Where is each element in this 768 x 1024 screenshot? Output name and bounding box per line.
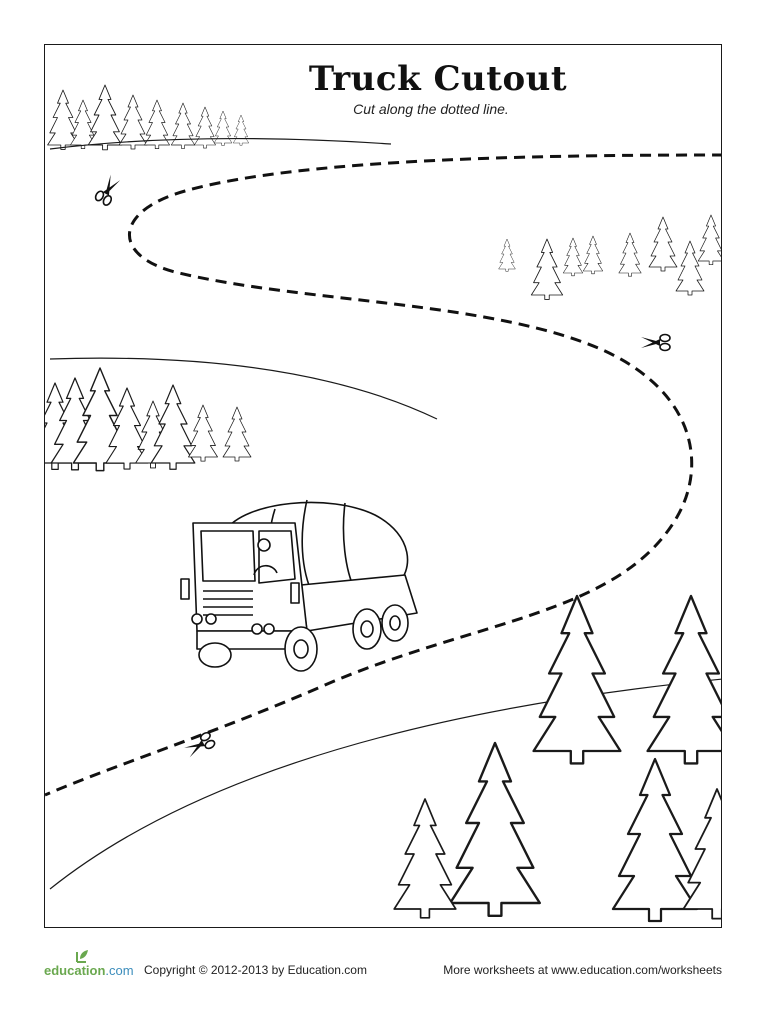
more-worksheets-link[interactable]: More worksheets at www.education.com/wor…: [443, 963, 722, 977]
road-edge: [49, 678, 721, 890]
dotted-cut-line: [45, 153, 721, 797]
logo-word: education: [44, 963, 106, 978]
page-subtitle: Cut along the dotted line.: [353, 101, 509, 117]
scissors-icon: [93, 172, 124, 208]
tree-cluster-bottom-right: [393, 594, 721, 923]
page-footer: education.com Copyright © 2012-2013 by E…: [44, 948, 722, 988]
scissors-icon: [640, 333, 671, 352]
logo-suffix: .com: [105, 963, 134, 978]
tree-cluster-left-middle: [45, 357, 438, 472]
tree-cluster-right-upper: [498, 214, 721, 300]
copyright-text: Copyright © 2012-2013 by Education.com: [144, 963, 367, 977]
cement-mixer-truck-illustration: [180, 499, 418, 672]
logo-wordmark: education.com: [44, 963, 134, 978]
leaf-icon: [76, 950, 88, 963]
worksheet-frame: Truck Cutout Cut along the dotted line.: [44, 44, 722, 928]
tree-cluster-top-left: [47, 84, 392, 151]
worksheet-scene: [45, 84, 721, 923]
education-logo: education.com: [44, 948, 136, 984]
page-title: Truck Cutout: [308, 59, 568, 99]
